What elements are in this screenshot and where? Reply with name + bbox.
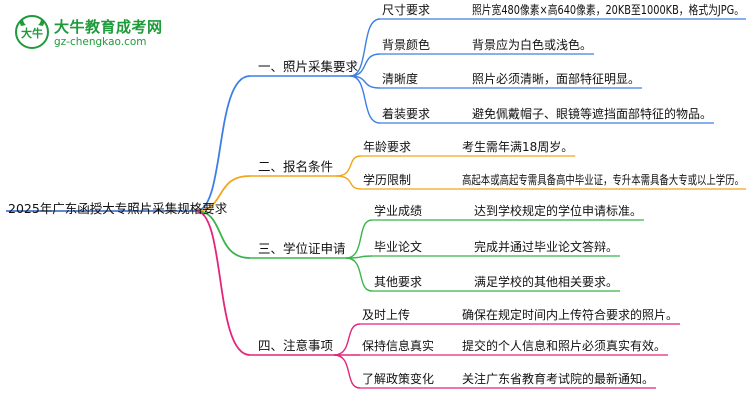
item-label: 保持信息真实 (362, 338, 434, 353)
item-label: 着装要求 (382, 106, 430, 121)
item-detail: 达到学校规定的学位申请标准。 (474, 203, 642, 218)
item-connector (349, 53, 381, 77)
item-label: 学业成绩 (374, 203, 422, 218)
item-detail: 满足学校的其他相关要求。 (474, 274, 618, 289)
root-topic: 2025年广东函授大专照片采集规格要求 (8, 201, 228, 216)
logo-title: 大牛教育成考网 (54, 18, 163, 36)
branch-label: 四、注意事项 (258, 338, 333, 353)
item-detail: 避免佩戴帽子、眼镜等遮挡面部特征的物品。 (472, 106, 712, 121)
item-detail: 照片必须清晰，面部特征明显。 (472, 71, 640, 86)
item-connector (349, 75, 381, 89)
item-label: 年龄要求 (363, 140, 411, 154)
item-connector (345, 257, 373, 292)
item-detail: 确保在规定时间内上传符合要求的照片。 (462, 307, 678, 322)
item-detail: 背景应为白色或浅色。 (472, 37, 592, 52)
item-label: 及时上传 (362, 307, 410, 322)
item-detail: 完成并通过毕业论文答辩。 (474, 239, 618, 254)
item-label: 学历限制 (363, 172, 411, 187)
mind-map-nodes: 2025年广东函授大专照片采集规格要求 一、照片采集要求 尺寸要求 照片宽480像素… (8, 2, 744, 386)
item-connector (333, 354, 361, 389)
item-label: 毕业论文 (374, 239, 422, 254)
item-connector (349, 18, 381, 77)
logo-url: gz-chengkao.com (54, 36, 147, 48)
bull-logo-icon: 大牛 (15, 15, 49, 49)
branch-connector (195, 175, 251, 212)
item-label: 清晰度 (382, 71, 418, 86)
item-connector (349, 75, 381, 124)
item-detail: 考生需年满18周岁。 (462, 139, 573, 154)
item-detail: 高起本或高起专需具备高中毕业证，专升本需具备大专或以上学历。 (462, 172, 744, 187)
item-detail: 关注广东省教育考试院的最新通知。 (462, 371, 654, 386)
item-detail: 照片宽480像素×高640像素，20KB至1000KB，格式为JPG。 (472, 2, 744, 17)
item-label: 了解政策变化 (362, 371, 434, 386)
connector-lines (6, 18, 746, 389)
item-label: 其他要求 (374, 275, 422, 289)
item-detail: 提交的个人信息和照片必须真实有效。 (462, 338, 666, 353)
item-connector (333, 323, 361, 356)
branch-connector (195, 210, 251, 259)
item-connector (345, 219, 373, 259)
branch-connector (195, 210, 251, 356)
branch-label: 三、学位证申请 (258, 241, 346, 256)
item-label: 尺寸要求 (382, 3, 430, 17)
logo-mark-text: 大牛 (21, 26, 43, 40)
item-label: 背景颜色 (382, 37, 430, 52)
item-connector (335, 175, 362, 190)
item-connector (335, 155, 362, 177)
site-logo: 大牛 大牛教育成考网 gz-chengkao.com (14, 14, 184, 50)
branch-label: 一、照片采集要求 (258, 59, 359, 74)
branch-connector (195, 75, 251, 212)
branch-label: 二、报名条件 (258, 159, 333, 174)
